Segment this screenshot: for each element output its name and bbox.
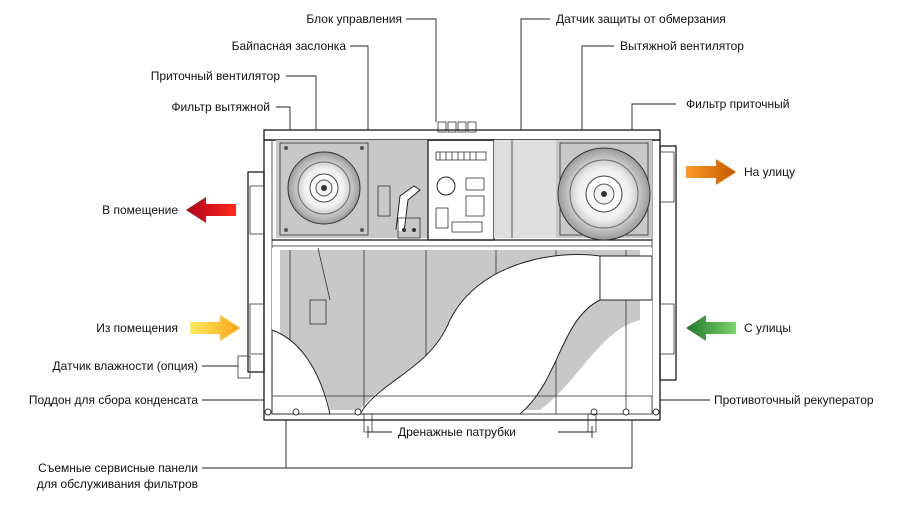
label-service-panels-line2: для обслуживания фильтров <box>36 477 198 491</box>
label-condensate-tray: Поддон для сбора конденсата <box>28 393 198 407</box>
label-frost-sensor: Датчик защиты от обмерзания <box>556 12 726 26</box>
arrow-from-outside <box>686 315 736 341</box>
label-humidity-sensor: Датчик влажности (опция) <box>52 359 198 373</box>
humidity-sensor <box>309 299 327 325</box>
leader-lines <box>202 18 710 469</box>
label-drain-pipes: Дренажные патрубки <box>398 425 516 439</box>
label-service-panels-line1: Съемные сервисные панели <box>38 461 198 475</box>
arrow-to-outside <box>686 159 736 185</box>
exhaust-fan <box>556 140 652 241</box>
arrow-from-room <box>190 315 240 341</box>
label-from-room: Из помещения <box>96 321 178 335</box>
label-from-outside: С улицы <box>744 321 791 335</box>
label-exhaust-filter: Фильтр вытяжной <box>171 100 270 114</box>
label-supply-fan: Приточный вентилятор <box>150 69 280 83</box>
label-to-room: В помещение <box>102 203 178 217</box>
label-control-block: Блок управления <box>306 12 402 26</box>
control-block <box>427 121 495 241</box>
arrow-to-room <box>186 197 236 223</box>
bypass-damper <box>372 140 428 239</box>
label-supply-filter: Фильтр приточный <box>686 97 790 111</box>
label-counterflow-recuperator: Противоточный рекуператор <box>714 393 874 407</box>
unit-body <box>237 121 677 433</box>
counterflow-recuperator <box>264 248 660 416</box>
supply-fan <box>276 140 372 238</box>
label-bypass-damper: Байпасная заслонка <box>231 39 346 53</box>
label-exhaust-fan: Вытяжной вентилятор <box>620 39 744 53</box>
label-to-outside: На улицу <box>744 165 795 179</box>
